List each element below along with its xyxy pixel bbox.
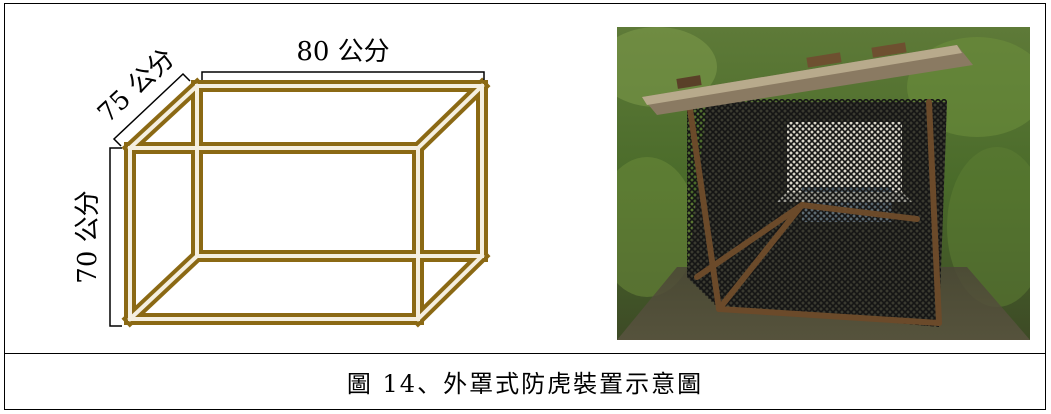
depth-dimension	[112, 72, 191, 147]
height-dimension	[109, 147, 122, 327]
figure-frame	[4, 3, 1046, 410]
caption-divider	[4, 353, 1046, 354]
frame-dimension-diagram: 80 公分 75 公分 70 公分	[73, 37, 491, 328]
cage-frame-drawing	[121, 77, 491, 328]
cage-photo	[617, 27, 1030, 340]
width-dimension	[201, 71, 485, 80]
front-face-edges	[124, 142, 424, 325]
cage-roof	[642, 42, 973, 115]
width-label: 80 公分	[296, 37, 389, 67]
figure-caption: 圖 14、外罩式防虎裝置示意圖	[346, 369, 704, 398]
height-label: 70 公分	[73, 190, 103, 283]
mesh-wall	[687, 99, 947, 327]
cage-frame-posts	[686, 99, 942, 326]
back-face-edges	[191, 80, 488, 262]
